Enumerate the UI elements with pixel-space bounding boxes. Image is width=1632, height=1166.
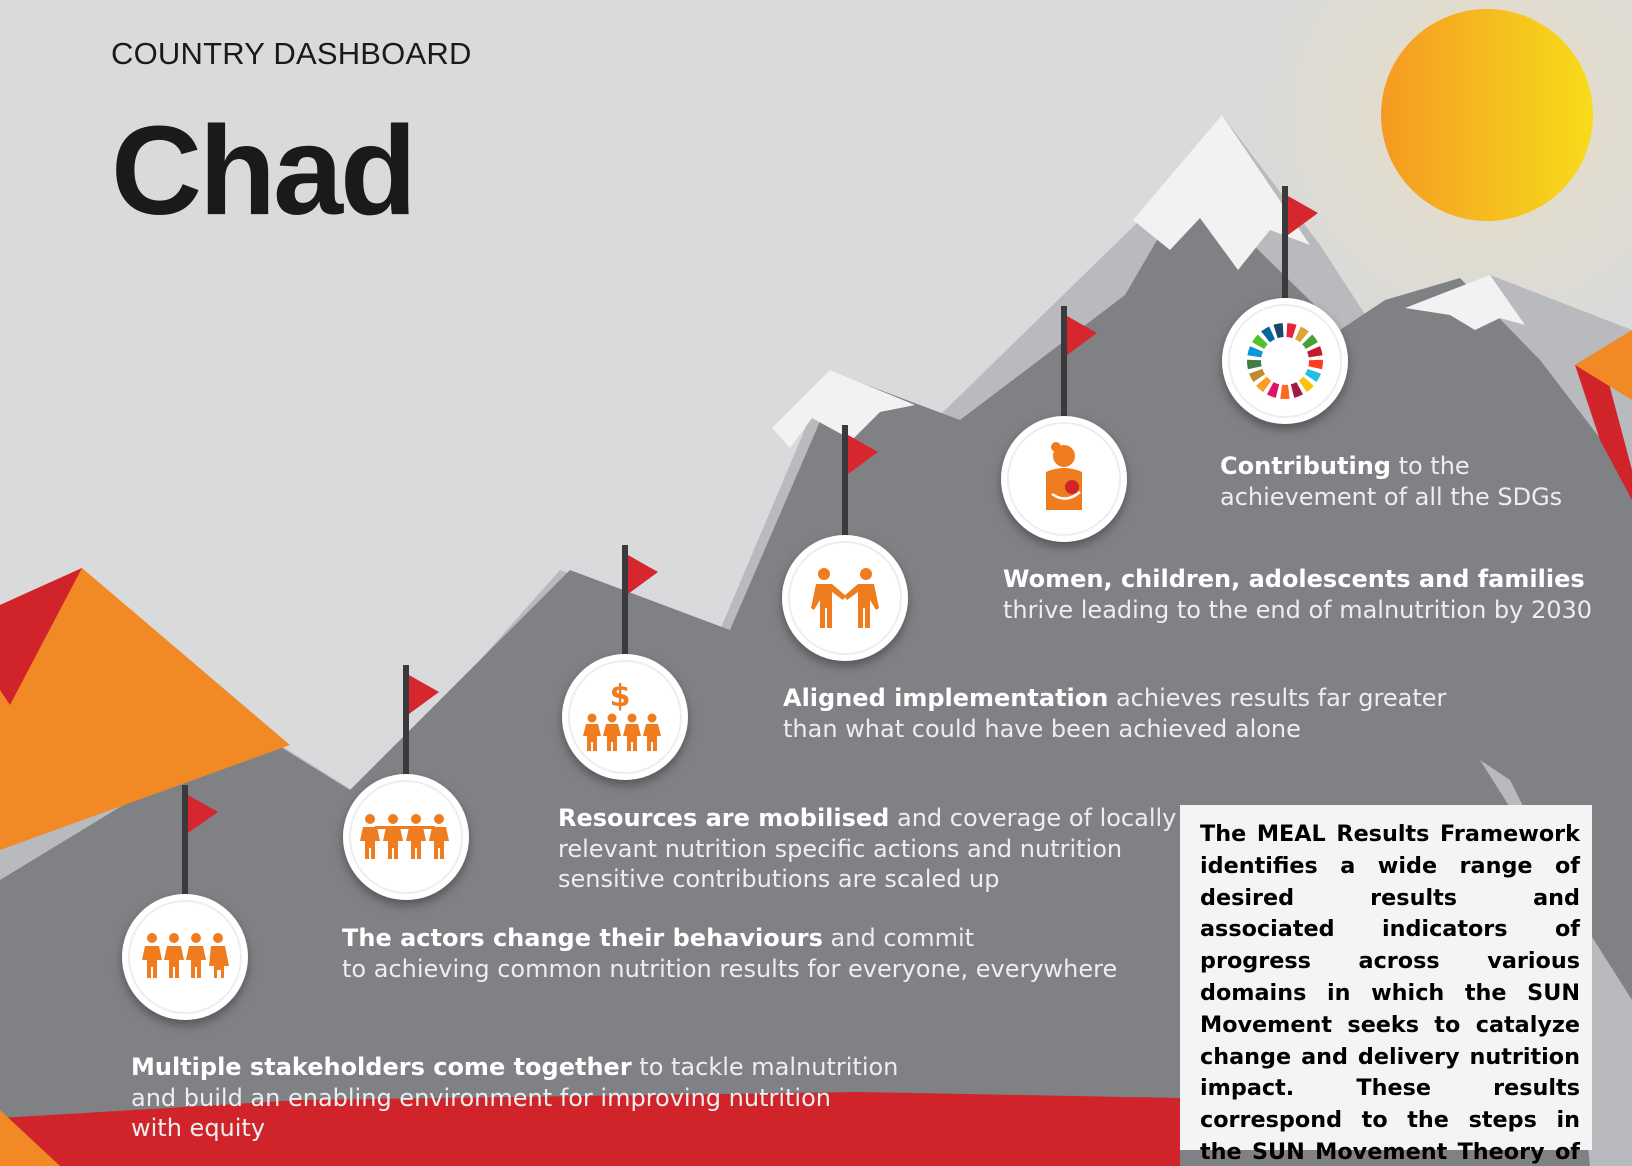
orange-ground-left: [0, 1110, 60, 1166]
meal-info-text: The MEAL Results Framework identifies a …: [1200, 821, 1580, 1165]
step-1-line2: and build an enabling environment for im…: [131, 1083, 831, 1112]
orange-peak-right: [1575, 330, 1632, 400]
step-2-bold: The actors change their behaviours: [342, 924, 823, 952]
red-ground: [0, 1092, 1180, 1166]
step-1-marker: [122, 785, 248, 1020]
sdg-wheel-segment: [1298, 376, 1314, 393]
people-row-icon: [360, 814, 449, 859]
flag-5: [1067, 316, 1097, 355]
sdg-wheel-segment: [1246, 359, 1262, 370]
sdg-wheel-segment: [1256, 376, 1272, 393]
sdg-wheel-segment: [1295, 326, 1309, 343]
sdg-wheel-icon: [1246, 323, 1324, 399]
step-6-bold: Contributing: [1220, 452, 1391, 480]
step-4-marker: [782, 425, 908, 661]
svg-text:$: $: [610, 679, 631, 714]
sdg-wheel-segment: [1249, 368, 1265, 382]
step-1-caption: Multiple stakeholders come together to t…: [131, 1052, 898, 1144]
step-4-caption: Aligned implementation achieves results …: [783, 683, 1446, 744]
country-title: Chad: [111, 100, 417, 241]
handshake-icon: [811, 568, 879, 628]
sdg-wheel-segment: [1280, 384, 1290, 399]
step-4-line2: than what could have been achieved alone: [783, 714, 1301, 743]
snow-cap-large: [1133, 115, 1310, 270]
sdg-wheel-segment: [1261, 326, 1275, 343]
sdg-wheel-segment: [1290, 382, 1303, 398]
step-2-line2: to achieving common nutrition results fo…: [342, 954, 1118, 983]
dollar-people-icon: $: [583, 679, 661, 751]
step-3-caption: Resources are mobilised and coverage of …: [558, 803, 1176, 895]
step-4-rest: achieves results far greater: [1108, 684, 1447, 712]
step-4-bold: Aligned implementation: [783, 684, 1109, 712]
step-6-caption: Contributing to the achievement of all t…: [1220, 451, 1562, 512]
snow-cap-mid: [772, 370, 915, 448]
sdg-wheel-segment: [1307, 346, 1323, 358]
step-5-marker: [1001, 306, 1127, 542]
sdg-wheel-segment: [1247, 346, 1263, 358]
step-6-line2: achievement of all the SDGs: [1220, 482, 1563, 511]
sun: [1381, 9, 1593, 221]
sdg-wheel-segment: [1273, 323, 1284, 339]
sdg-wheel-segment: [1252, 334, 1268, 349]
mother-child-icon: [1046, 442, 1082, 510]
snow-cap-right: [1405, 275, 1525, 330]
step-6-rest: to the: [1390, 452, 1470, 480]
step-1-rest: to tackle malnutrition: [631, 1053, 899, 1081]
sdg-wheel-segment: [1302, 334, 1318, 349]
step-6-marker: [1222, 186, 1348, 424]
sdg-wheel-segment: [1305, 368, 1321, 382]
step-5-bold: Women, children, adolescents and familie…: [1003, 565, 1585, 593]
flag-4: [848, 435, 878, 474]
flag-1: [188, 795, 218, 833]
meal-info-box: The MEAL Results Framework identifies a …: [1180, 805, 1592, 1165]
sdg-wheel-segment: [1267, 382, 1280, 398]
light-ground-right: [1480, 760, 1632, 1166]
step-5-caption: Women, children, adolescents and familie…: [1003, 564, 1592, 625]
flag-2: [409, 675, 439, 714]
four-people-icon: [142, 933, 229, 978]
flag-6: [1288, 196, 1318, 235]
sdg-wheel-segment: [1308, 359, 1324, 370]
dashboard-label: COUNTRY DASHBOARD: [111, 36, 472, 71]
step-5-line2: thrive leading to the end of malnutritio…: [1003, 595, 1593, 624]
step-1-line3: with equity: [131, 1114, 266, 1142]
step-3-line2: relevant nutrition specific actions and …: [558, 834, 1123, 863]
step-3-line3: sensitive contributions are scaled up: [558, 865, 1000, 893]
step-2-caption: The actors change their behaviours and c…: [342, 923, 1117, 984]
step-2-marker: [343, 665, 469, 900]
step-1-bold: Multiple stakeholders come together: [131, 1053, 632, 1081]
sdg-wheel-segment: [1286, 323, 1297, 339]
red-peak-right: [1575, 350, 1632, 500]
flag-3: [628, 555, 658, 594]
step-3-bold: Resources are mobilised: [558, 804, 890, 832]
red-peak-left: [0, 568, 82, 705]
step-2-rest: and commit: [822, 924, 975, 952]
step-3-rest: and coverage of locally: [889, 804, 1177, 832]
step-3-marker: $: [562, 545, 688, 780]
orange-peak-left: [0, 568, 290, 850]
